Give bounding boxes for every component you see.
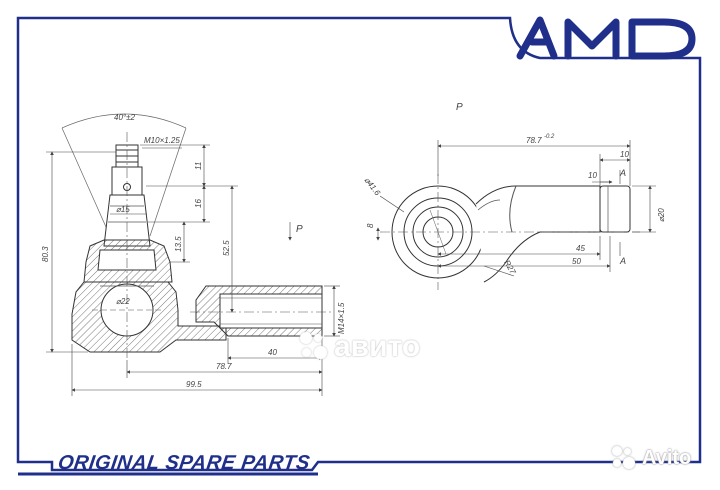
left-dimensions: [46, 144, 340, 396]
section-a-top-label: A: [619, 168, 626, 178]
length-99-5-label: 99.5: [186, 380, 202, 389]
shank-diameter-label: ⌀20: [657, 208, 666, 222]
taper-diameter-label: ⌀15: [116, 205, 130, 214]
amd-logo: [516, 16, 696, 60]
height-16-label: 16: [194, 199, 203, 208]
radius-label: R27: [502, 259, 517, 277]
ball-diameter-label: ⌀22: [116, 297, 130, 306]
length-50-label: 50: [572, 257, 581, 266]
length-tolerance-label: -0.2: [544, 134, 555, 140]
length-40-label: 40: [268, 348, 277, 357]
length-78-7-right-label: 78.7: [526, 136, 542, 145]
force-p-label: P: [296, 224, 303, 235]
right-dimensions: [376, 140, 656, 277]
thread-m14-label: M14×1.5: [337, 302, 346, 334]
section-a-bottom-label: A: [619, 256, 626, 266]
width-10-mid-label: 10: [588, 171, 597, 180]
thread-label: M10×1.25: [144, 136, 180, 145]
length-78-7-label: 78.7: [216, 362, 232, 371]
eye-diameter-label: ⌀41.6: [362, 176, 382, 198]
thickness-label: 8: [366, 223, 375, 228]
view-p-label: P: [456, 102, 463, 113]
length-45-label: 45: [576, 244, 585, 253]
avito-text: Avito: [642, 446, 692, 469]
left-view: [61, 113, 334, 360]
height-52-5-label: 52.5: [222, 240, 231, 256]
drawing-border: [16, 16, 702, 472]
height-80-3-label: 80.3: [41, 246, 50, 262]
height-11-label: 11: [194, 162, 203, 170]
avito-dots-icon: [612, 446, 636, 470]
footer-tagline: ORIGINAL SPARE PARTS: [56, 452, 312, 474]
watermark-dots-icon: [300, 332, 328, 362]
avito-watermark: Avito: [612, 446, 691, 470]
height-13-5-label: 13.5: [174, 236, 183, 252]
width-10-top-label: 10: [620, 150, 629, 159]
watermark-text: авито: [334, 330, 421, 363]
angle-label: 40°±2: [114, 113, 135, 122]
